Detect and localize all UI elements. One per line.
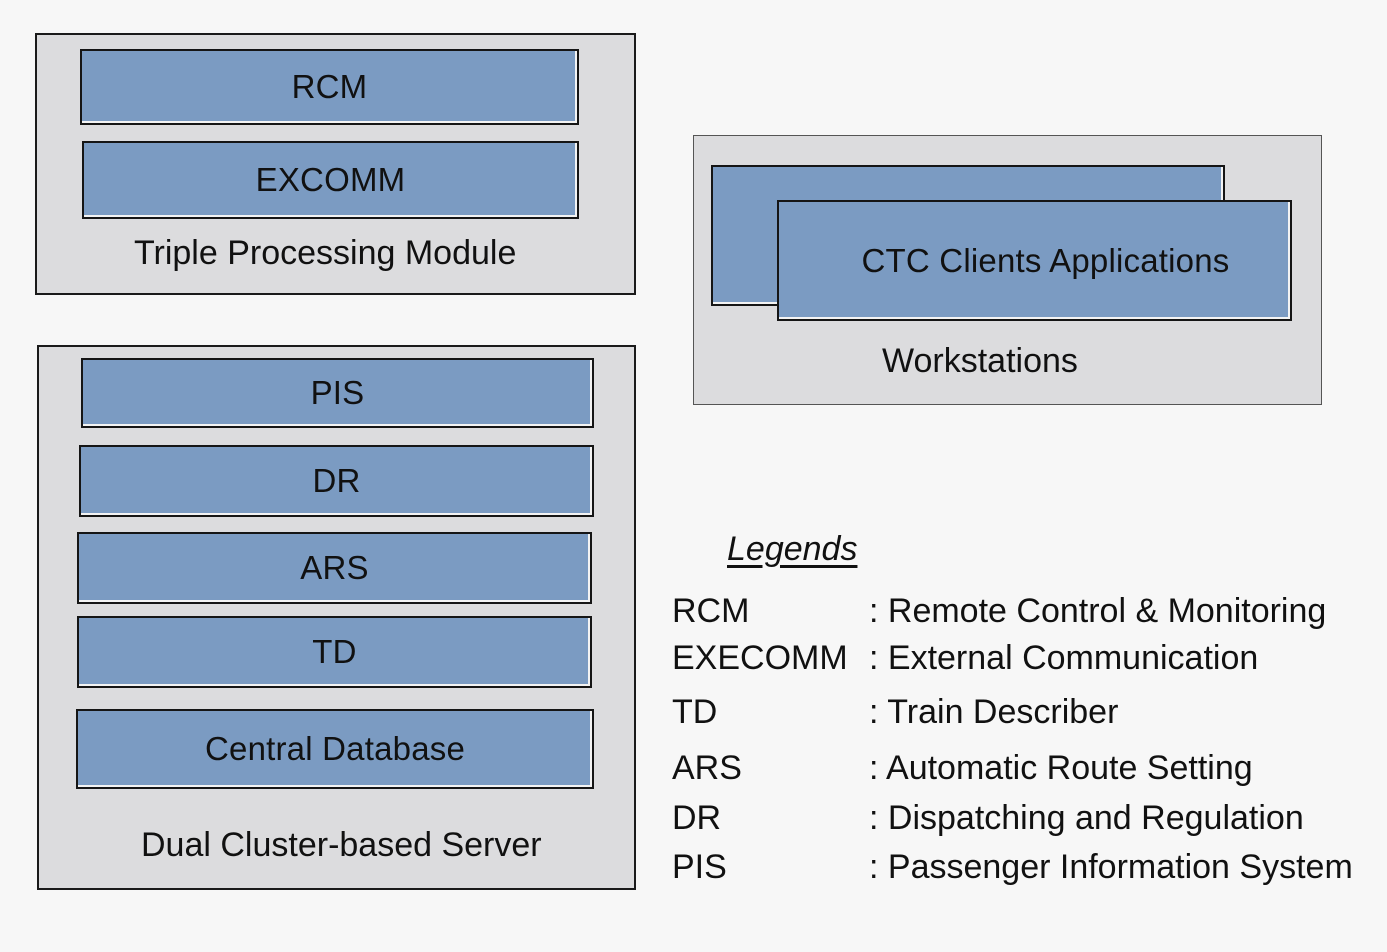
legend-def-td: : Train Describer: [869, 693, 1119, 731]
legend-def-dr: : Dispatching and Regulation: [869, 799, 1304, 837]
ars-block: ARS: [77, 532, 592, 604]
legend-abbr-execomm: EXECOMM: [672, 639, 848, 677]
workstations-label: Workstations: [882, 342, 1078, 380]
legend-def-ars: : Automatic Route Setting: [869, 749, 1253, 787]
legend-abbr-rcm: RCM: [672, 592, 750, 630]
ctc-clients-applications-block: CTC Clients Applications: [777, 200, 1292, 321]
central-database-block: Central Database: [76, 709, 594, 789]
legend-def-rcm: : Remote Control & Monitoring: [869, 592, 1327, 630]
legend-def-execomm: : External Communication: [869, 639, 1259, 677]
legend-title: Legends: [727, 530, 858, 568]
dr-block: DR: [79, 445, 594, 517]
excomm-block: EXCOMM: [82, 141, 579, 219]
legend-abbr-pis: PIS: [672, 848, 727, 886]
legend-abbr-ars: ARS: [672, 749, 742, 787]
legend-abbr-td: TD: [672, 693, 718, 731]
legend-def-pis: : Passenger Information System: [869, 848, 1353, 886]
legend-abbr-dr: DR: [672, 799, 722, 837]
td-block: TD: [77, 616, 592, 688]
dual-cluster-server-label: Dual Cluster-based Server: [141, 826, 542, 864]
rcm-block: RCM: [80, 49, 579, 125]
pis-block: PIS: [81, 358, 594, 428]
triple-processing-module-label: Triple Processing Module: [134, 234, 517, 272]
